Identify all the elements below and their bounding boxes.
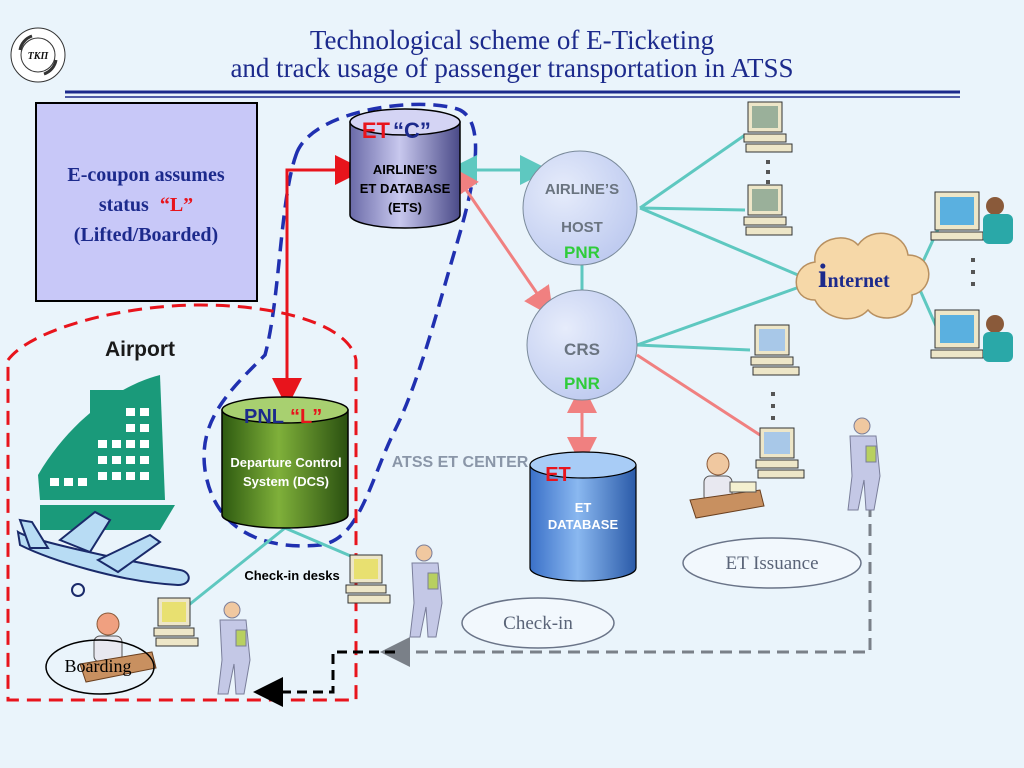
host-pnr: PNR [564, 243, 600, 262]
svg-text:AIRLINE’S: AIRLINE’S [545, 181, 619, 198]
grey-dashed-return [380, 505, 872, 667]
boarding-oval: Boarding [45, 639, 155, 695]
computer-icon [345, 554, 391, 604]
ticket-agent-icon [689, 452, 765, 519]
black-dashed-return [253, 650, 395, 707]
logo: ТКП [10, 27, 66, 83]
dcs-database: PNL “L” Departure Control System (DCS) [221, 396, 349, 529]
svg-text:ET: ET [575, 500, 592, 515]
internet-cloud: internet [795, 232, 930, 320]
dcs-pnl-label: PNL [244, 406, 284, 428]
et-database: ET ET DATABASE [529, 451, 637, 582]
svg-text:HOST: HOST [561, 219, 603, 236]
svg-text:AIRLINE’S: AIRLINE’S [373, 162, 438, 177]
passenger-icon [409, 544, 443, 638]
checkin-desks-label: Check-in desks [244, 568, 339, 583]
svg-text:DATABASE: DATABASE [548, 517, 619, 532]
computer-icon [153, 597, 199, 647]
checkin-oval: Check-in [461, 597, 615, 649]
ets-crs-link [449, 165, 554, 318]
crs-agent-link [636, 353, 761, 437]
svg-text:Check-in: Check-in [503, 613, 573, 634]
dcs-l-label: “L” [290, 406, 322, 428]
dot-separators [766, 160, 975, 420]
title-line-2: and track usage of passenger transportat… [230, 53, 794, 83]
airport-building-icon [38, 375, 175, 530]
airport-label: Airport [105, 338, 175, 361]
ets-c-label: “C” [393, 118, 431, 143]
user-computer-icon [930, 191, 1013, 244]
computer-icon [743, 184, 793, 236]
airline-host: AIRLINE’S HOST PNR [522, 150, 638, 266]
ecoupon-box: E-coupon assumes status “L” (Lifted/Boar… [35, 102, 258, 302]
computer-icons [153, 101, 1013, 647]
boarding-agent-icon [79, 612, 157, 683]
svg-text:internet: internet [818, 258, 890, 295]
svg-text:Departure Control: Departure Control [230, 455, 341, 470]
crs: CRS PNR [526, 289, 638, 401]
svg-text:System (DCS): System (DCS) [243, 474, 329, 489]
passenger-icons [217, 417, 881, 695]
ecoupon-line-2: status “L” [99, 194, 193, 216]
agent-icons [79, 452, 765, 683]
svg-text:CRS: CRS [564, 340, 600, 359]
svg-text:(ETS): (ETS) [388, 200, 422, 215]
ets-et-label: ET [362, 118, 391, 143]
title-line-1: Technological scheme of E-Ticketing [309, 25, 715, 55]
ets-dcs-link [272, 155, 365, 408]
atss-center-label: ATSS ET CENTER [392, 454, 529, 471]
passenger-icon [217, 601, 251, 695]
svg-text:Boarding: Boarding [65, 656, 132, 676]
computer-icon [755, 427, 805, 479]
user-computer-icon [930, 309, 1013, 362]
computer-icon [750, 324, 800, 376]
computer-icon [743, 101, 793, 153]
svg-text:ET Issuance: ET Issuance [725, 553, 818, 574]
passenger-icon [847, 417, 881, 511]
svg-text:ET DATABASE: ET DATABASE [360, 181, 451, 196]
ecoupon-line-3: (Lifted/Boarded) [74, 224, 218, 246]
ets-database: ET “C” AIRLINE’S ET DATABASE (ETS) [349, 108, 461, 229]
airplane-icon [16, 510, 190, 597]
atss-dashed-boundary [202, 102, 478, 548]
ecoupon-line-1: E-coupon assumes [67, 164, 224, 186]
et-issuance-oval: ET Issuance [682, 537, 862, 589]
svg-text:ТКП: ТКП [28, 51, 50, 62]
etdb-et-label: ET [545, 464, 571, 486]
crs-pnr: PNR [564, 374, 600, 393]
